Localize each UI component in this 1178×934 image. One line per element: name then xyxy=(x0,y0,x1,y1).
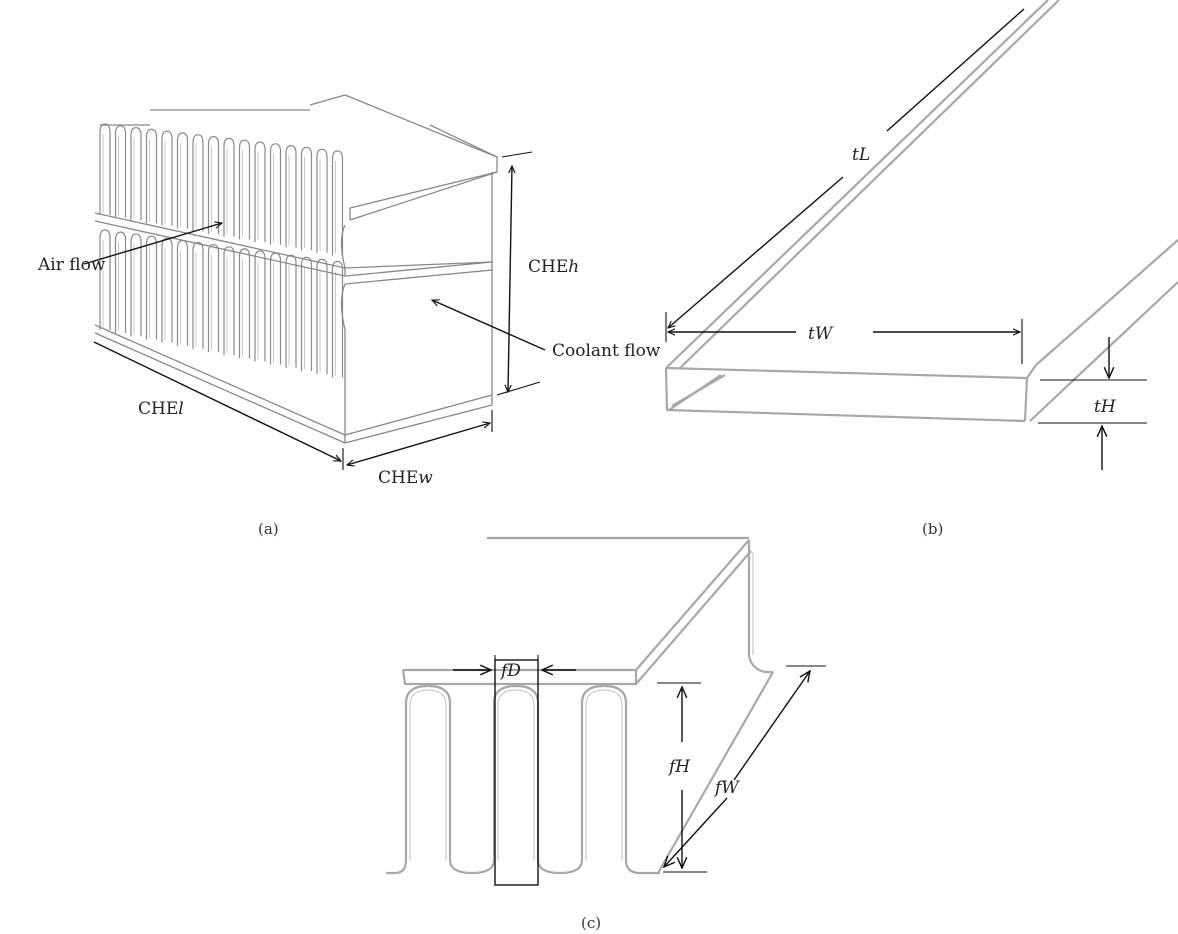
che-l-dimension xyxy=(93,341,344,470)
tl-dimension xyxy=(665,8,1025,342)
fin-loop xyxy=(114,125,127,218)
fw-label: fW xyxy=(713,778,740,798)
panel-c: fD fH fW (c) xyxy=(386,536,826,932)
fd-label: fD xyxy=(499,661,521,681)
coolant-flow-leader xyxy=(432,299,546,351)
fin-loop xyxy=(130,233,142,337)
fd-dimension xyxy=(453,655,576,886)
fin-loop xyxy=(331,260,344,378)
che-w-dimension xyxy=(347,410,493,465)
corrugated-fin xyxy=(386,684,660,875)
fin-loop xyxy=(114,231,127,334)
th-label: tH xyxy=(1094,397,1117,417)
fin-loop xyxy=(130,126,142,221)
tw-label: tW xyxy=(808,324,834,344)
fin-loop xyxy=(145,235,158,340)
fin-loop xyxy=(269,252,282,365)
corrugated-fin-inner xyxy=(409,689,623,860)
che-h-label: CHEh xyxy=(528,257,579,277)
th-dimension xyxy=(1038,337,1147,470)
fin-loop xyxy=(285,254,297,368)
fin-loop xyxy=(223,137,235,237)
bottom-tube xyxy=(94,324,493,444)
fin-loop xyxy=(192,241,204,349)
fin-loop xyxy=(207,244,220,353)
fw-dimension xyxy=(664,665,826,867)
top-tube xyxy=(100,94,498,221)
fin-loop xyxy=(176,132,189,229)
fin-loop xyxy=(316,258,328,375)
che-w-label: CHEw xyxy=(378,468,433,488)
fin-loop xyxy=(300,146,313,251)
side-wall xyxy=(340,172,493,435)
tube-plate xyxy=(401,536,774,874)
middle-tube xyxy=(94,212,493,285)
fin-loop xyxy=(192,134,204,232)
fin-loop xyxy=(99,123,111,215)
fin-loop xyxy=(145,128,158,224)
fin-loop xyxy=(331,150,344,256)
fin-loop xyxy=(254,141,266,242)
fin-loop xyxy=(161,130,173,226)
panel-b: tL tW tH (b) xyxy=(664,0,1178,538)
fh-dimension xyxy=(657,682,707,873)
tl-label: tL xyxy=(852,145,870,165)
caption-b: (b) xyxy=(922,520,943,538)
caption-a: (a) xyxy=(258,520,279,538)
fin-loop xyxy=(238,139,251,240)
fin-loop xyxy=(161,237,173,343)
fin-loop xyxy=(285,144,297,248)
fin-loop xyxy=(238,248,251,359)
coolant-flow-label: Coolant flow xyxy=(552,341,661,361)
che-l-label: CHEl xyxy=(138,399,184,419)
tube xyxy=(664,0,1178,423)
che-h-dimension xyxy=(496,151,541,396)
fin-loop xyxy=(223,246,235,356)
tw-dimension xyxy=(668,319,1023,364)
fin-loop xyxy=(300,256,313,371)
fin-loop xyxy=(269,143,282,245)
fin-loop xyxy=(176,239,189,346)
caption-c: (c) xyxy=(581,914,601,932)
panel-a: Air flow Coolant flow CHEh CHEl CHEw (a) xyxy=(37,94,661,538)
fin-loop xyxy=(316,148,328,253)
air-flow-leader xyxy=(83,223,222,265)
fin-loop xyxy=(207,135,220,234)
air-flow-label: Air flow xyxy=(37,255,106,275)
fin-array xyxy=(99,123,344,378)
fin-loop xyxy=(99,229,111,330)
fin-loop xyxy=(254,250,266,362)
fh-label: fH xyxy=(667,757,691,777)
